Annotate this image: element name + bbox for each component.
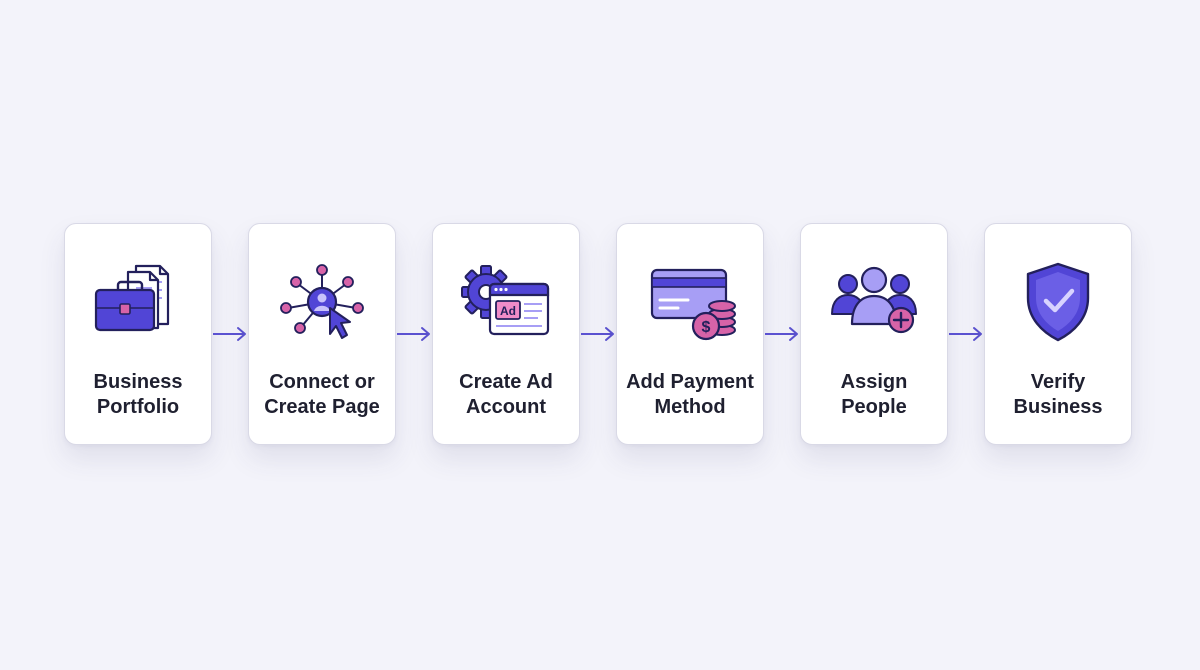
step-label: Connect or Create Page — [252, 370, 392, 420]
step-card-create-ad-account[interactable]: Ad Create Ad Account — [432, 223, 580, 445]
arrow-right-icon — [397, 327, 430, 341]
step-label-line1: Assign — [840, 371, 908, 393]
briefcase-documents-icon — [90, 260, 186, 344]
arrow-right-icon — [213, 327, 246, 341]
gear-ad-window-icon: Ad — [458, 260, 554, 344]
step-card-connect-page[interactable]: Connect or Create Page — [248, 223, 396, 445]
arrow-right-icon — [765, 327, 798, 341]
step-label: Add Payment Method — [620, 370, 760, 420]
step-label-line2: Method — [654, 396, 726, 418]
step-card-business-portfolio[interactable]: Business Portfolio — [64, 223, 212, 445]
step-label-line2: Create Page — [264, 396, 380, 418]
step-label-line1: Verify — [1030, 371, 1086, 393]
step-label-line2: Business — [1013, 396, 1103, 418]
people-add-icon — [826, 260, 922, 344]
step-label: Create Ad Account — [436, 370, 576, 420]
arrow-right-icon — [581, 327, 614, 341]
step-label-line2: People — [841, 396, 907, 418]
step-label: Business Portfolio — [68, 370, 208, 420]
step-card-verify-business[interactable]: Verify Business — [984, 223, 1132, 445]
step-label: Assign People — [804, 370, 944, 420]
step-card-add-payment[interactable]: $ Add Payment Method — [616, 223, 764, 445]
ad-badge-text: Ad — [500, 304, 516, 318]
network-cursor-icon — [274, 260, 370, 344]
step-label-line1: Add Payment — [626, 371, 754, 393]
step-label-line1: Create Ad — [459, 371, 553, 393]
dollar-sign-text: $ — [702, 319, 711, 336]
arrow-right-icon — [949, 327, 982, 341]
process-flow: Business Portfolio — [64, 223, 1132, 445]
step-label-line1: Business — [93, 371, 183, 393]
step-label-line2: Account — [466, 396, 546, 418]
step-label-line1: Connect or — [269, 371, 375, 393]
credit-card-coins-icon: $ — [642, 260, 738, 344]
shield-check-icon — [1010, 260, 1106, 344]
step-label-line2: Portfolio — [96, 396, 180, 418]
step-label: Verify Business — [988, 370, 1128, 420]
step-card-assign-people[interactable]: Assign People — [800, 223, 948, 445]
